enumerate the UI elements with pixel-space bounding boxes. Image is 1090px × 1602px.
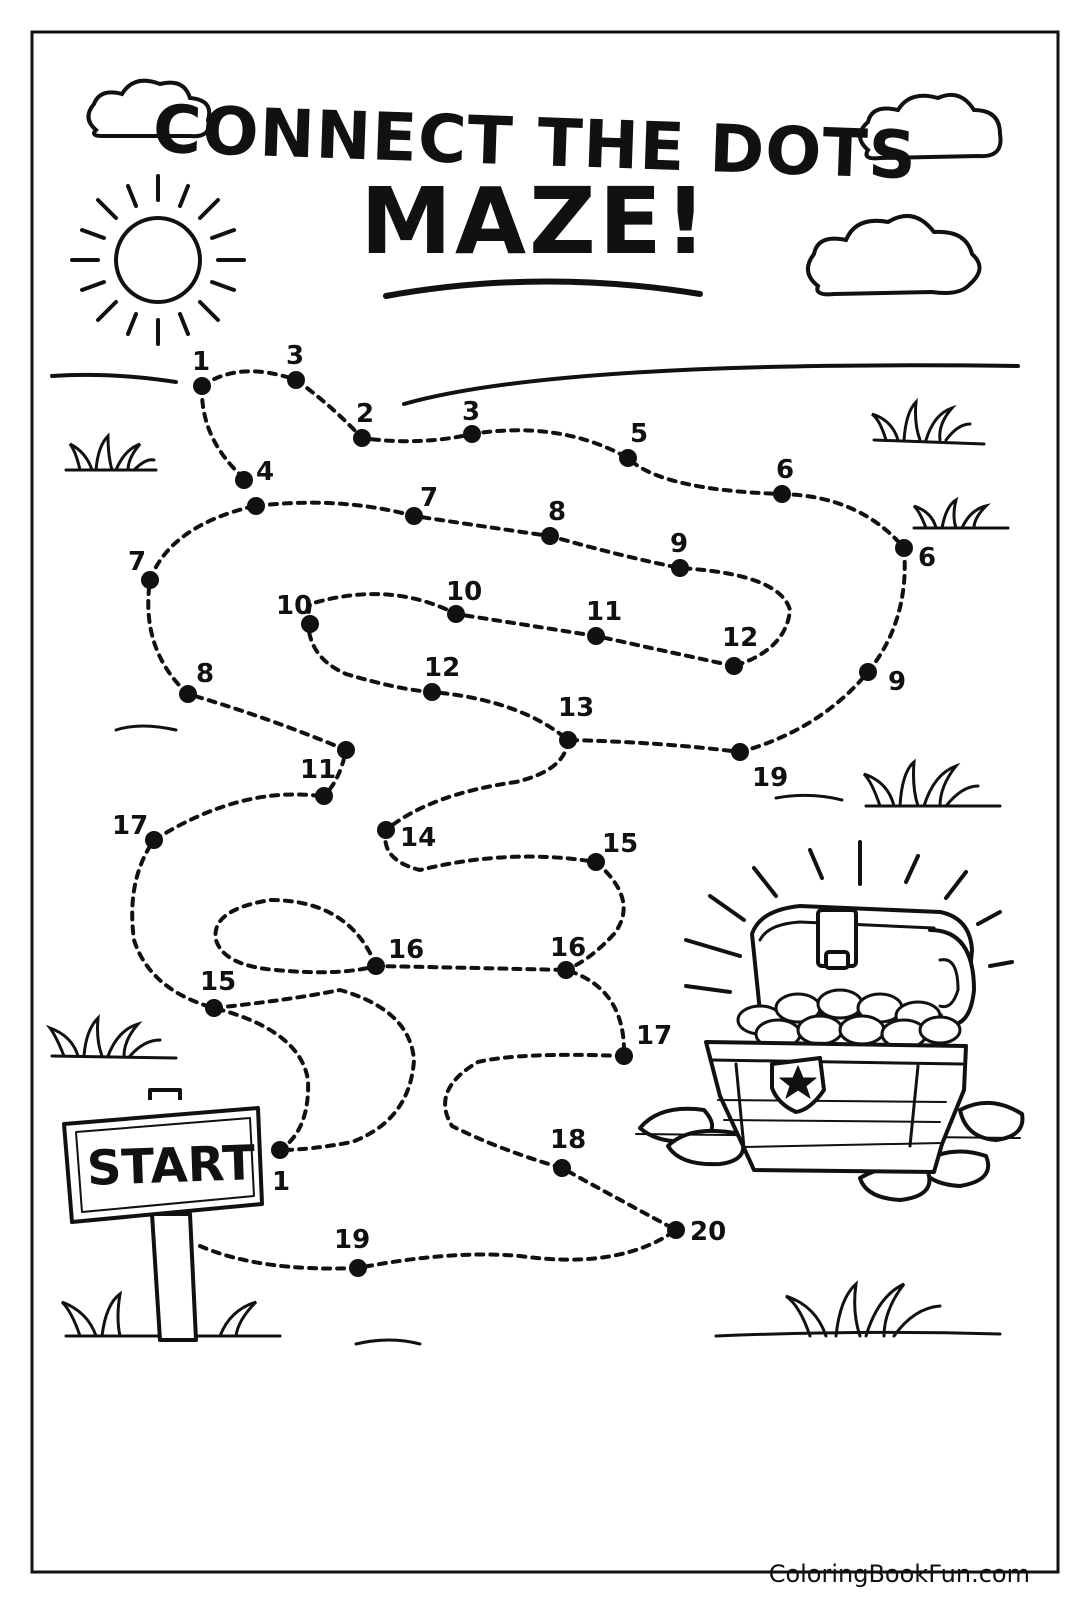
dot-label: 8 (548, 497, 566, 527)
dot-label: 1 (192, 347, 210, 377)
dot (615, 1047, 633, 1065)
dot (859, 663, 877, 681)
dot (405, 507, 423, 525)
page-border (30, 30, 1060, 1574)
dot (349, 1259, 367, 1277)
dot (587, 627, 605, 645)
dot (141, 571, 159, 589)
hill-line (50, 372, 178, 384)
signpost-icon (62, 1088, 264, 1342)
dot-label: 17 (636, 1021, 672, 1051)
dot-label: 15 (602, 829, 638, 859)
dot-label: 5 (630, 419, 648, 449)
dot-label: 9 (670, 529, 688, 559)
dot (301, 615, 319, 633)
dot-label: 11 (300, 755, 336, 785)
dot (895, 539, 913, 557)
dot-label: 19 (334, 1225, 370, 1255)
dot-label: 13 (558, 693, 594, 723)
sun-icon (70, 174, 246, 346)
site-credit: ColoringBookFun.com (768, 1560, 1030, 1588)
dot-label: 16 (550, 933, 586, 963)
dot (559, 731, 577, 749)
dot (463, 425, 481, 443)
dot (541, 527, 559, 545)
dot (271, 1141, 289, 1159)
dot (193, 377, 211, 395)
dot (235, 471, 253, 489)
maze-dots (141, 371, 913, 1277)
grass-icon (862, 758, 1002, 808)
hill-line (402, 363, 1020, 406)
dot-label: 16 (388, 935, 424, 965)
dot-label: 7 (128, 547, 146, 577)
cloud-icon (806, 213, 982, 297)
dot (667, 1221, 685, 1239)
dot (145, 831, 163, 849)
dot-label: 20 (690, 1217, 726, 1247)
grass-icon (64, 432, 158, 472)
dot (353, 429, 371, 447)
dot (367, 957, 385, 975)
dot-label: 3 (286, 341, 304, 371)
dot (423, 683, 441, 701)
start-sign-label: START (85, 1135, 257, 1197)
dot (377, 821, 395, 839)
treasure-chest-icon (635, 840, 1025, 1202)
cloud-icon (858, 93, 1003, 161)
dot-label: 10 (446, 577, 482, 607)
dot (619, 449, 637, 467)
grass-icon (912, 496, 1010, 530)
dot (557, 961, 575, 979)
dot-label: 8 (196, 659, 214, 689)
dot-label: 7 (420, 483, 438, 513)
dot-label: 14 (400, 823, 436, 853)
dot (671, 559, 689, 577)
dot (553, 1159, 571, 1177)
dot-label: 3 (462, 397, 480, 427)
dot-label: 11 (586, 597, 622, 627)
dot-label: 2 (356, 399, 374, 429)
dot-label: 17 (112, 811, 148, 841)
dot-label: 19 (752, 763, 788, 793)
dot-label: 12 (722, 623, 758, 653)
cloud-icon (86, 78, 212, 139)
dot (179, 685, 197, 703)
dot (587, 853, 605, 871)
star-icon (779, 1065, 817, 1099)
page-subtitle: MAZE! (360, 168, 710, 275)
grass-icon (45, 1014, 178, 1060)
dot-label: 18 (550, 1125, 586, 1155)
dot (731, 743, 749, 761)
dot-label: 12 (424, 653, 460, 683)
grass-icon (871, 398, 986, 446)
title-underline (383, 278, 703, 299)
dot (205, 999, 223, 1017)
dot-label: 9 (888, 667, 906, 697)
dot-label: 10 (276, 591, 312, 621)
ground-mark (114, 724, 178, 732)
grass-icon (714, 1280, 1002, 1338)
dot-label: 1 (272, 1167, 290, 1197)
dot (725, 657, 743, 675)
dot (315, 787, 333, 805)
dot (337, 741, 355, 759)
dot (287, 371, 305, 389)
ground-mark (354, 1338, 422, 1346)
dot-label: 6 (918, 543, 936, 573)
dot-label: 15 (200, 967, 236, 997)
dot-labels: 1 3 2 3 5 6 4 7 8 9 6 7 10 10 11 12 12 8… (112, 341, 936, 1255)
dot-label: 6 (776, 455, 794, 485)
dot (247, 497, 265, 515)
dot (773, 485, 791, 503)
dot (447, 605, 465, 623)
dot-label: 4 (256, 457, 274, 487)
ground-mark (774, 793, 844, 802)
